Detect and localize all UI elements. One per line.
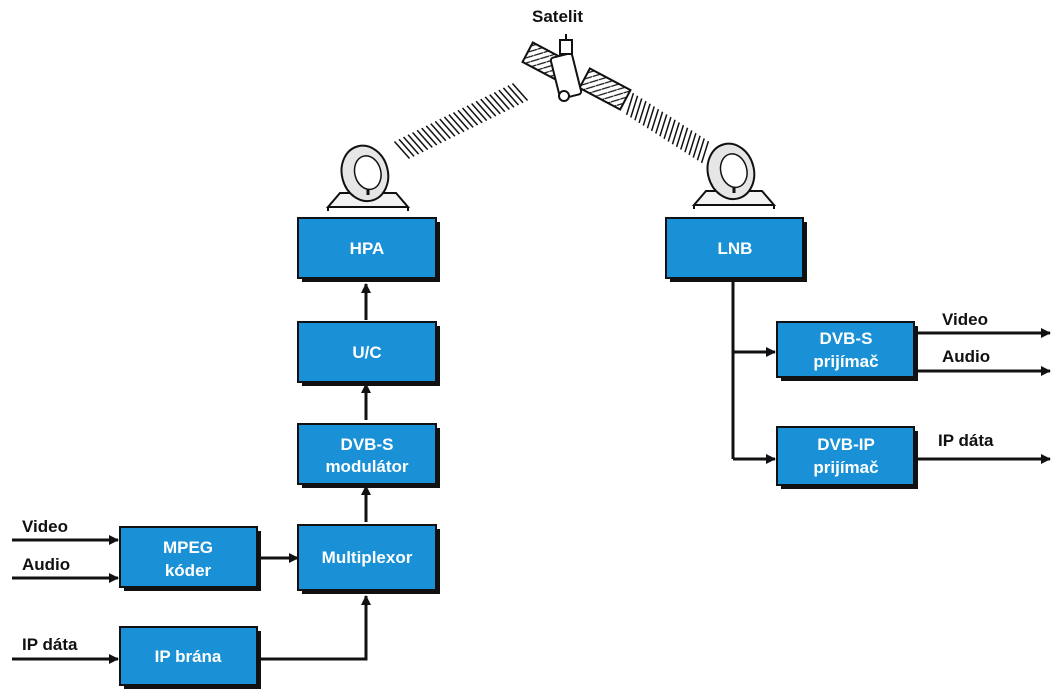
hpa-label: HPA <box>350 239 385 258</box>
downlink-dish-icon <box>691 142 777 209</box>
dvbs-receiver-label-line1: DVB-S <box>820 329 873 348</box>
beam-stroke <box>684 130 693 153</box>
beam-stroke <box>430 123 447 142</box>
beam-stroke <box>402 136 420 155</box>
ip-gateway-block: IP brána <box>119 626 261 689</box>
beam-stroke <box>484 96 501 115</box>
beam-stroke <box>439 118 456 137</box>
beam-stroke <box>398 138 415 157</box>
satellite-label: Satelit <box>532 7 583 26</box>
dvbs-receiver-label-line2: prijímač <box>813 352 878 371</box>
beam-stroke <box>498 89 515 108</box>
beam-stroke <box>650 108 660 132</box>
dvbip-receiver-label-line1: DVB-IP <box>817 435 875 454</box>
downlink-beam <box>625 92 710 164</box>
beam-stroke <box>675 124 685 148</box>
connections <box>12 282 1051 664</box>
input-ip-label: IP dáta <box>22 635 78 654</box>
beam-stroke <box>625 92 635 116</box>
uplink-beam <box>393 82 529 160</box>
beam-stroke <box>659 114 668 137</box>
ip-gateway-label: IP brána <box>155 647 222 666</box>
beam-stroke <box>630 95 639 118</box>
beam-stroke <box>655 111 664 134</box>
beam-stroke <box>680 127 689 150</box>
beam-stroke <box>466 105 483 124</box>
ipgw-to-mux-arrow <box>257 595 371 661</box>
beam-stroke <box>489 94 506 113</box>
beam-stroke <box>425 125 442 144</box>
beam-stroke <box>671 122 680 145</box>
beam-stroke <box>448 114 465 133</box>
dvbs-receiver-block: DVB-S prijímač <box>776 321 918 381</box>
beam-stroke <box>667 119 676 142</box>
beam-stroke <box>471 103 488 122</box>
beam-stroke <box>416 129 433 148</box>
mpeg-encoder-block: MPEG kóder <box>119 526 261 591</box>
beam-stroke <box>421 127 438 146</box>
uc-block: U/C <box>297 321 440 386</box>
beam-stroke <box>634 98 643 121</box>
beam-stroke <box>692 135 701 158</box>
input-audio-label: Audio <box>22 555 70 574</box>
lnb-label: LNB <box>718 239 753 258</box>
beam-stroke <box>457 109 474 128</box>
beam-stroke <box>475 100 492 119</box>
lnb-block: LNB <box>665 217 807 282</box>
hpa-block: HPA <box>297 217 440 282</box>
modulator-label-line2: modulátor <box>325 457 408 476</box>
uplink-dish-icon <box>325 144 411 211</box>
beam-stroke <box>407 134 424 153</box>
mpeg-label-line1: MPEG <box>163 538 213 557</box>
beam-stroke <box>480 98 497 117</box>
mpeg-label-line2: kóder <box>165 561 212 580</box>
beam-stroke <box>663 116 672 140</box>
beam-stroke <box>502 87 520 106</box>
beam-stroke <box>511 82 529 102</box>
beam-stroke <box>642 103 651 126</box>
beam-stroke <box>461 107 479 126</box>
output-audio-label: Audio <box>942 347 990 366</box>
multiplexor-label: Multiplexor <box>322 548 413 567</box>
modulator-block: DVB-S modulátor <box>297 423 440 488</box>
uc-label: U/C <box>352 343 381 362</box>
satellite-icon <box>521 34 632 111</box>
beam-stroke <box>412 132 429 151</box>
dvbip-receiver-block: DVB-IP prijímač <box>776 426 918 489</box>
beam-stroke <box>507 85 524 104</box>
beam-stroke <box>696 138 705 161</box>
output-ip-label: IP dáta <box>938 431 994 450</box>
beam-stroke <box>452 111 470 131</box>
beam-stroke <box>638 100 647 124</box>
beam-stroke <box>646 106 655 129</box>
beam-stroke <box>493 91 510 110</box>
beam-stroke <box>688 132 697 156</box>
dvbip-receiver-label-line2: prijímač <box>813 458 878 477</box>
beam-stroke <box>434 120 451 139</box>
beam-stroke <box>393 140 411 160</box>
beam-stroke <box>700 140 710 164</box>
multiplexor-block: Multiplexor <box>297 524 440 594</box>
output-video-label: Video <box>942 310 988 329</box>
modulator-label-line1: DVB-S <box>341 435 394 454</box>
beam-stroke <box>443 116 461 135</box>
input-video-label: Video <box>22 517 68 536</box>
